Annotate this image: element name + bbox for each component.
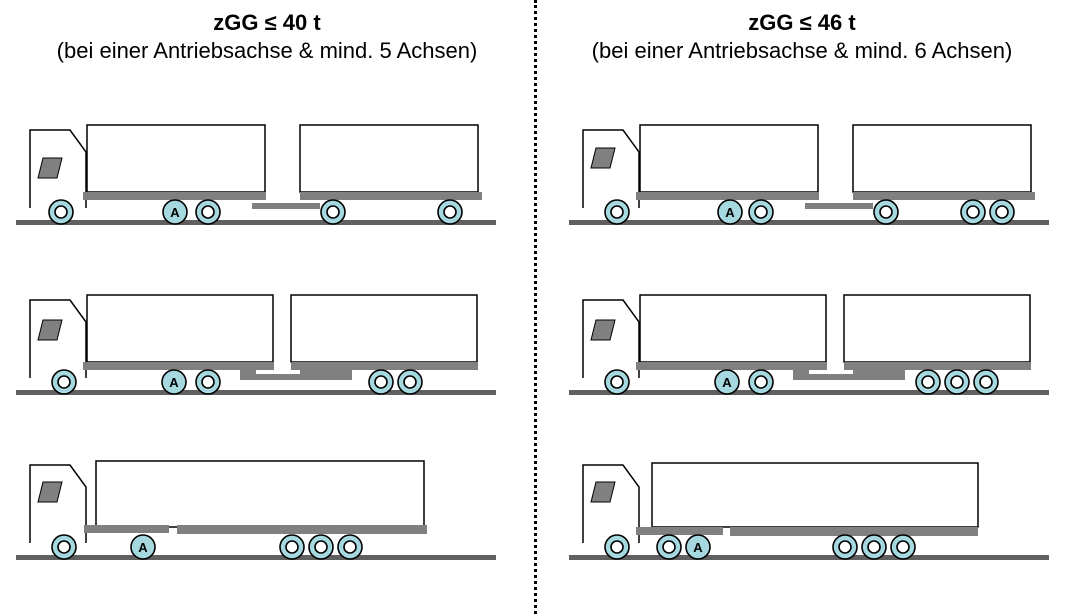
road-line	[569, 220, 1049, 225]
wheel	[337, 534, 363, 560]
truck-cab	[582, 129, 640, 208]
drawbar	[250, 374, 322, 380]
wheel	[748, 199, 774, 225]
cab-window	[37, 319, 63, 341]
wheel	[656, 534, 682, 560]
road-line	[16, 390, 496, 395]
road-line	[16, 220, 496, 225]
trailer-bogie	[853, 370, 905, 380]
truck-config-left-2: A	[16, 294, 496, 395]
truck-config-left-3: A	[16, 460, 496, 560]
wheel	[861, 534, 887, 560]
coupling	[793, 370, 809, 380]
drive-axle-label: A	[693, 540, 703, 555]
road-line	[569, 555, 1049, 560]
panel-subtitle: (bei einer Antriebsachse & mind. 5 Achse…	[56, 38, 478, 63]
road-line	[16, 555, 496, 560]
truck-cab	[582, 464, 640, 543]
trailer-chassis	[844, 362, 1031, 370]
tractor-chassis	[84, 525, 169, 533]
truck-box	[86, 294, 274, 363]
trailer-box	[843, 294, 1031, 363]
trailer-box	[95, 460, 425, 528]
wheel	[960, 199, 986, 225]
drive-axle-label: A	[722, 375, 732, 390]
cab-window	[590, 147, 616, 169]
wheel	[873, 199, 899, 225]
wheel	[944, 369, 970, 395]
truck-chassis	[83, 192, 266, 200]
wheel	[195, 199, 221, 225]
wheel	[748, 369, 774, 395]
left-panel: zGG ≤ 40 t (bei einer Antriebsachse & mi…	[0, 0, 534, 614]
panel-title: zGG ≤ 40 t	[213, 10, 321, 35]
wheel	[604, 534, 630, 560]
wheel	[604, 369, 630, 395]
truck-config-right-2: A	[569, 294, 1049, 395]
road-line	[569, 390, 1049, 395]
wheel	[973, 369, 999, 395]
wheel	[368, 369, 394, 395]
trailer-bogie	[300, 370, 352, 380]
wheel	[195, 369, 221, 395]
trailer-box	[651, 462, 979, 528]
trailer-box	[290, 294, 478, 363]
wheel	[51, 534, 77, 560]
drive-wheel: A	[685, 534, 711, 560]
wheel	[437, 199, 463, 225]
wheel	[48, 199, 74, 225]
trailer-chassis	[177, 525, 427, 534]
truck-box	[86, 124, 266, 193]
drive-wheel: A	[161, 369, 187, 395]
trailer-chassis	[291, 362, 478, 370]
wheel	[320, 199, 346, 225]
drawbar	[803, 374, 875, 380]
wheel	[308, 534, 334, 560]
trailer-box	[299, 124, 479, 193]
trailer-chassis	[300, 192, 482, 200]
wheel	[51, 369, 77, 395]
trailer-chassis	[730, 527, 978, 536]
tractor-chassis	[636, 527, 723, 535]
wheel	[989, 199, 1015, 225]
dotted-divider	[534, 0, 537, 614]
drive-wheel: A	[130, 534, 156, 560]
drive-axle-label: A	[170, 205, 180, 220]
wheel	[832, 534, 858, 560]
coupling	[240, 370, 256, 380]
drive-axle-label: A	[138, 540, 148, 555]
truck-chassis	[83, 362, 274, 370]
cab-window	[590, 481, 616, 503]
right-panel: zGG ≤ 46 t (bei einer Antriebsachse & mi…	[535, 0, 1069, 614]
wheel	[604, 199, 630, 225]
wheel	[279, 534, 305, 560]
drive-axle-label: A	[725, 205, 735, 220]
truck-config-right-1: A	[569, 124, 1049, 225]
cab-window	[37, 481, 63, 503]
panel-title: zGG ≤ 46 t	[748, 10, 856, 35]
wheel	[890, 534, 916, 560]
drive-wheel: A	[717, 199, 743, 225]
trailer-box	[852, 124, 1032, 193]
wheel	[397, 369, 423, 395]
cab-window	[37, 157, 63, 179]
truck-chassis	[636, 192, 819, 200]
trailer-chassis	[853, 192, 1035, 200]
panel-subtitle: (bei einer Antriebsachse & mind. 6 Achse…	[591, 38, 1013, 63]
wheel	[915, 369, 941, 395]
drive-axle-label: A	[169, 375, 179, 390]
drive-wheel: A	[714, 369, 740, 395]
truck-config-right-3: A	[569, 462, 1049, 560]
truck-box	[639, 124, 819, 193]
truck-cab	[29, 464, 87, 543]
truck-config-left-1: A	[16, 124, 496, 225]
drive-wheel: A	[162, 199, 188, 225]
drawbar	[805, 203, 873, 209]
truck-box	[639, 294, 827, 363]
drawbar	[252, 203, 320, 209]
cab-window	[590, 319, 616, 341]
truck-chassis	[636, 362, 827, 370]
